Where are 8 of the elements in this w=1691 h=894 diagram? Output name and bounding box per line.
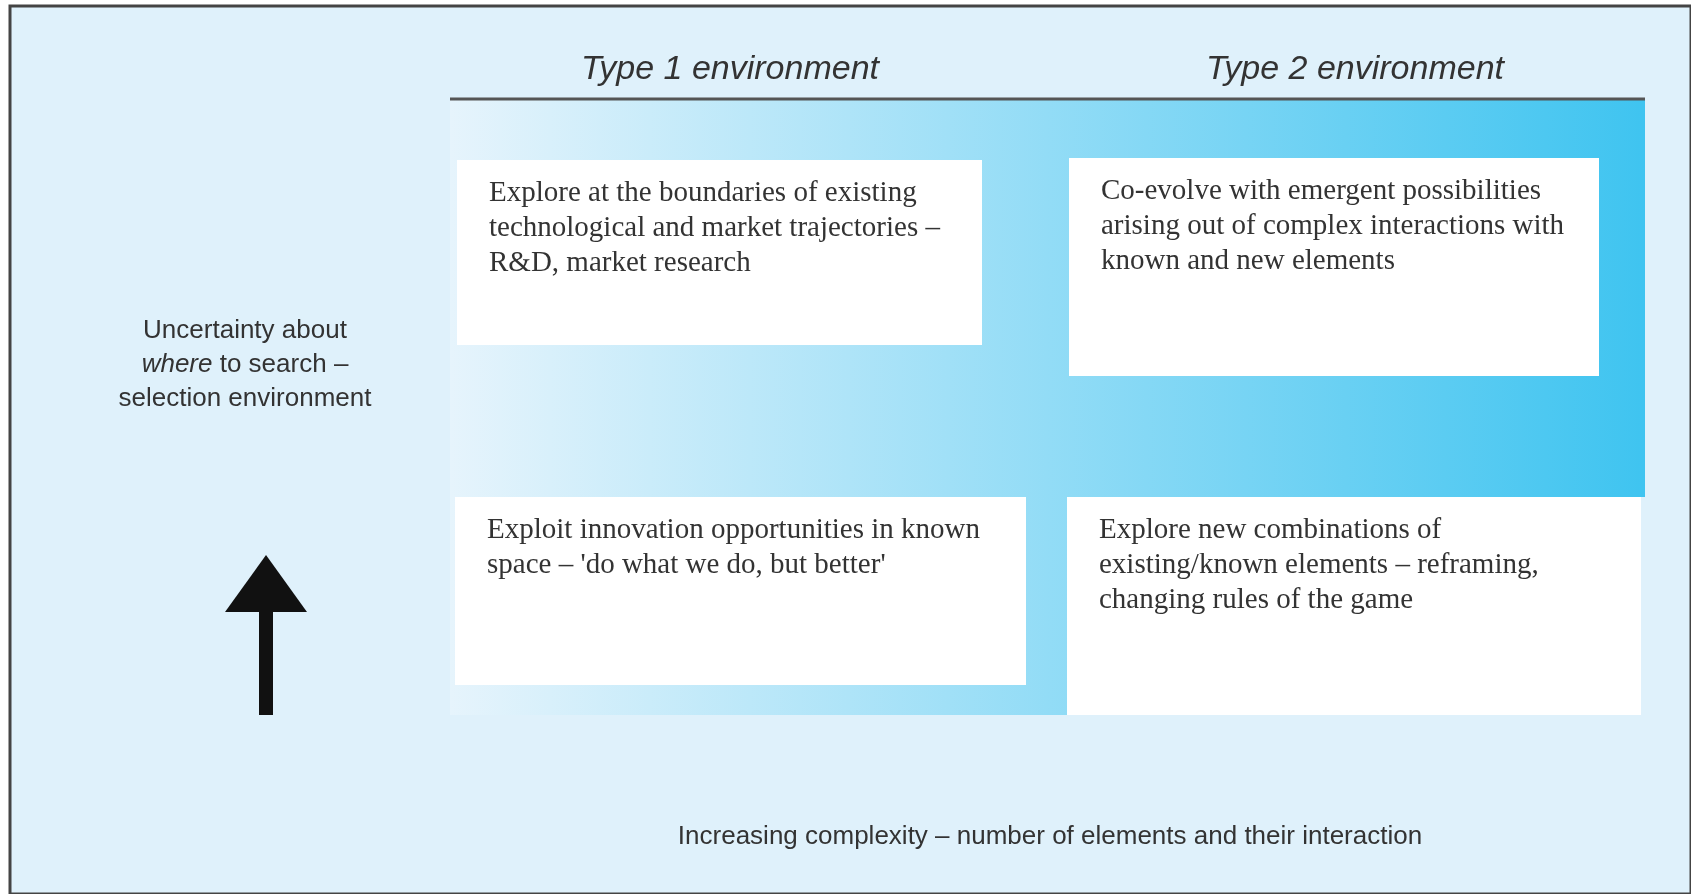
text-box: Explore new combinations of existing/known elements – reframing, changing rules of the game [1067, 497, 1641, 715]
text-box: Co-evolve with emergent possibilities arising out of complex interactions with known and new elements [1069, 158, 1599, 376]
axis-label: Increasing complexity – number of elements and their interaction [676, 820, 1424, 851]
text-box: Explore at the boundaries of existing technological and market trajectories – R&D, market research [457, 160, 982, 345]
axis-label: Uncertainty about where to search – selection environment [117, 313, 373, 414]
text-box: Exploit innovation opportunities in known space – 'do what we do, but better' [455, 497, 1026, 685]
column-heading: Type 1 environment [580, 48, 881, 87]
column-heading: Type 2 environment [1205, 48, 1506, 87]
